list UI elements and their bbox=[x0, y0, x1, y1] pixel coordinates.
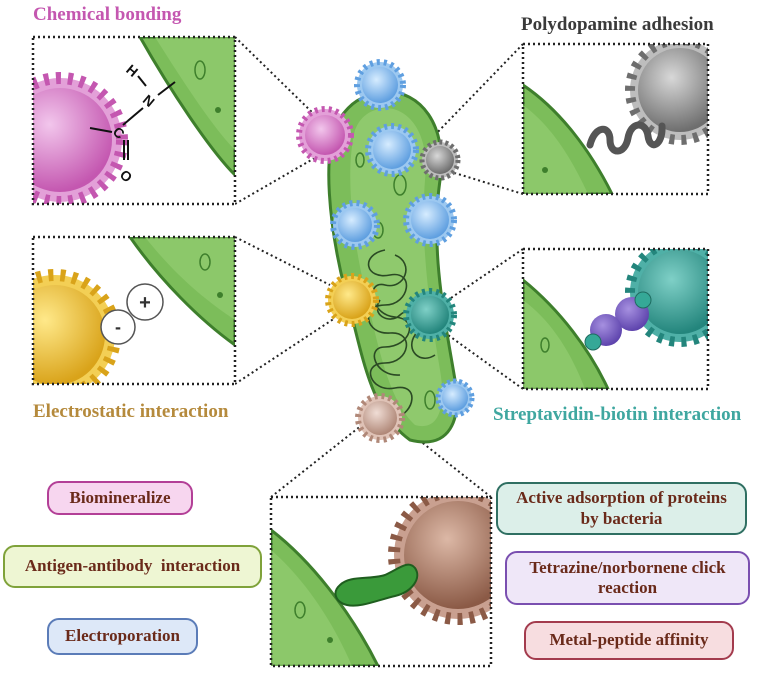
linker-molecule-icon bbox=[334, 563, 419, 607]
nanoparticle-blue-icon bbox=[403, 193, 457, 247]
panel-polydopamine-adhesion bbox=[521, 42, 710, 196]
panel-streptavidin-biotin bbox=[521, 247, 710, 391]
nanoparticle-yellow-icon bbox=[325, 273, 379, 327]
method-biomineralize: Biomineralize bbox=[47, 481, 193, 515]
nanoparticle-blue-icon bbox=[354, 59, 406, 111]
panel-electrostatic-interaction: - + bbox=[31, 235, 237, 386]
label-polydopamine-adhesion: Polydopamine adhesion bbox=[521, 14, 714, 35]
negative-charge-icon bbox=[100, 309, 136, 345]
method-active-adsorption: Active adsorption of proteins by bacteri… bbox=[496, 482, 747, 535]
label-streptavidin-biotin: Streptavidin-biotin interaction bbox=[493, 404, 742, 425]
label-chemical-bonding: Chemical bonding bbox=[33, 4, 182, 25]
negative-charge: - bbox=[115, 317, 121, 337]
panel-chemical-bonding: H N C O bbox=[31, 35, 237, 206]
method-metal-peptide: Metal-peptide affinity bbox=[524, 621, 734, 660]
nanoparticle-pink-icon bbox=[296, 106, 354, 164]
method-tetrazine-line1: Tetrazine/norbornene click bbox=[529, 557, 726, 577]
nanoparticle-teal-icon bbox=[403, 288, 457, 342]
method-active-adsorption-line2: by bacteria bbox=[580, 508, 663, 528]
method-tetrazine-click: Tetrazine/norbornene click reaction bbox=[505, 551, 750, 605]
label-electrostatic-interaction: Electrostatic interaction bbox=[33, 401, 229, 422]
method-tetrazine-line2: reaction bbox=[597, 578, 658, 597]
nanoparticle-blue-icon bbox=[330, 200, 380, 250]
method-electroporation: Electroporation bbox=[47, 618, 198, 655]
nanoparticle-blue-icon bbox=[435, 378, 475, 418]
nanoparticle-blue-icon bbox=[365, 123, 419, 177]
biotin-icon bbox=[584, 333, 602, 351]
positive-charge: + bbox=[139, 292, 151, 314]
method-active-adsorption-line1: Active adsorption of proteins bbox=[516, 488, 727, 508]
polydopamine-chain-icon bbox=[586, 121, 666, 155]
nanoparticle-tan-icon bbox=[355, 393, 405, 443]
method-antigen-antibody: Antigen-antibody interaction bbox=[3, 545, 262, 588]
biotin-icon bbox=[634, 291, 652, 309]
nanoparticle-gray-icon bbox=[419, 139, 461, 181]
panel-peptide-binding bbox=[269, 495, 493, 668]
positive-charge-icon bbox=[126, 283, 164, 321]
